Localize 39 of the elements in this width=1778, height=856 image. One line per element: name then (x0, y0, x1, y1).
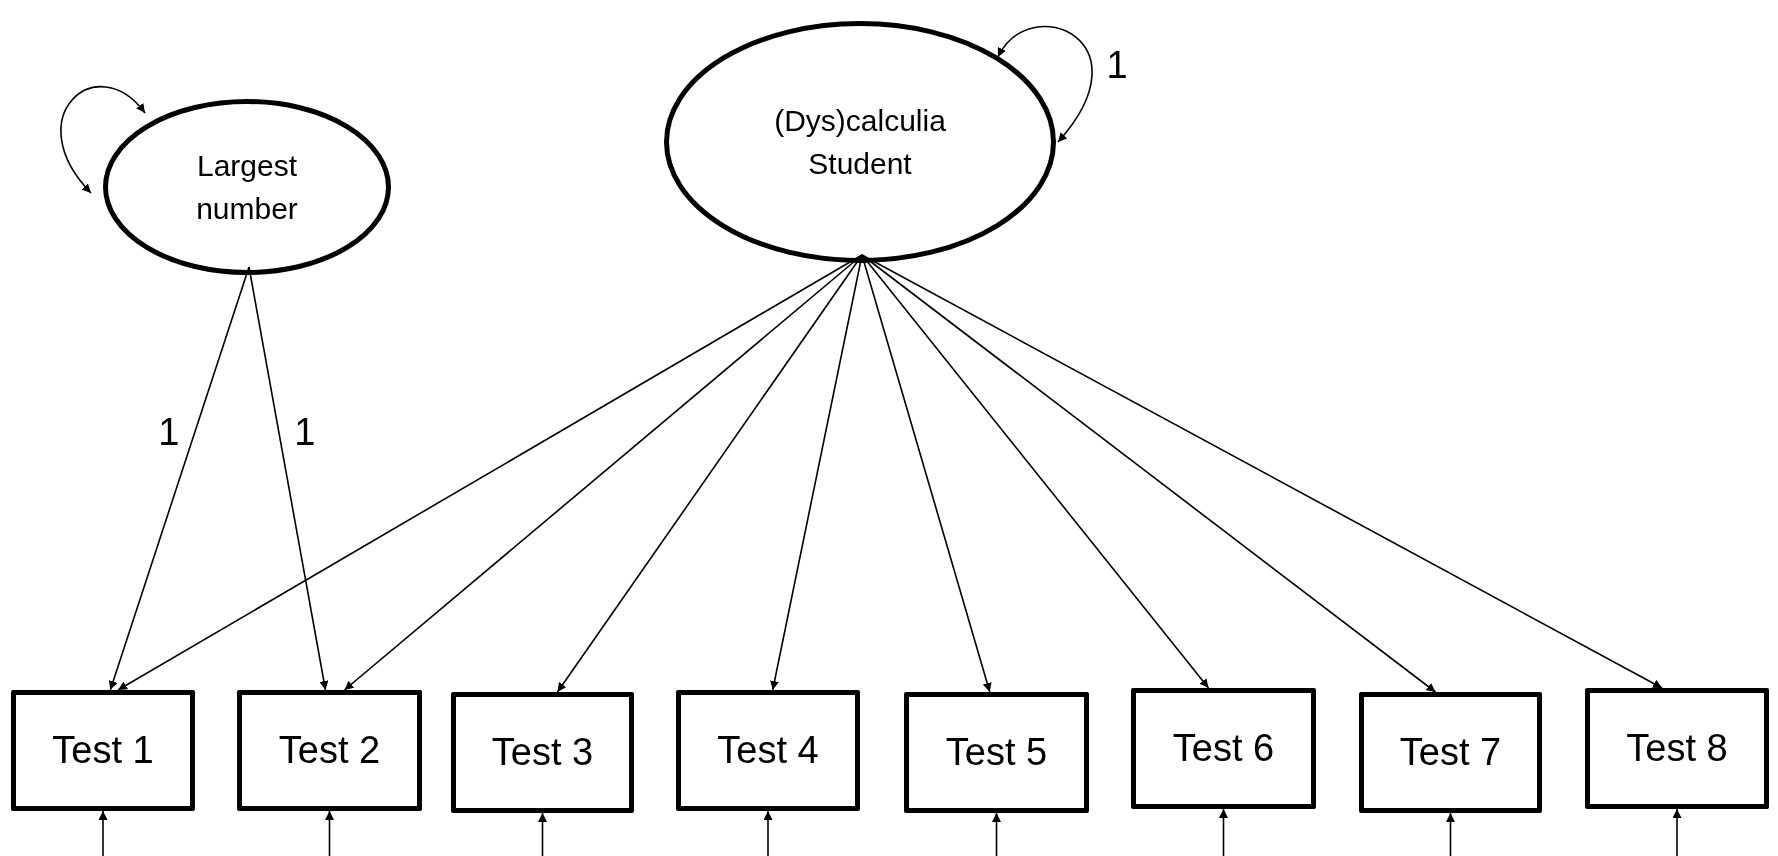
arrow (1446, 812, 1455, 856)
node-label: (Dys)calculia Student (773, 102, 947, 182)
arrow (763, 810, 773, 856)
observed-variable-box (451, 692, 634, 813)
loop-arrow (60, 86, 146, 194)
node-label: Test 6 (1172, 727, 1275, 770)
node-label: Test 3 (491, 731, 594, 774)
node-label: Largest number (195, 147, 299, 227)
arrow (861, 254, 1210, 689)
node-label: Test 1 (52, 729, 154, 772)
observed-variable-box (904, 692, 1089, 813)
arrow (98, 810, 108, 856)
arrow (1672, 808, 1682, 856)
arrow (992, 812, 1001, 856)
node-label: Test 2 (278, 729, 381, 772)
arrow (861, 254, 1437, 693)
arrow (248, 266, 329, 691)
arrow (325, 810, 334, 856)
observed-variable-box (676, 690, 860, 811)
observed-variable-box (237, 690, 422, 811)
observed-variable-box (1131, 688, 1316, 809)
node-label: Test 4 (717, 729, 819, 772)
node-label: Test 8 (1626, 727, 1728, 770)
arrow (861, 254, 1663, 689)
observed-variable-box (1585, 688, 1769, 809)
arrow (1219, 808, 1228, 856)
observed-variable-box (11, 690, 195, 811)
arrow (770, 254, 863, 691)
arrow (108, 266, 250, 691)
arrow (343, 254, 863, 691)
observed-variable-box (1359, 692, 1542, 813)
loop-arrow (997, 25, 1093, 143)
node-label: Test 7 (1399, 731, 1502, 774)
latent-variable-ellipse (103, 99, 391, 275)
arrow (556, 254, 863, 693)
latent-variable-ellipse (664, 21, 1056, 263)
arrow (861, 254, 992, 693)
node-label: Test 5 (945, 731, 1048, 774)
arrow (538, 812, 547, 856)
